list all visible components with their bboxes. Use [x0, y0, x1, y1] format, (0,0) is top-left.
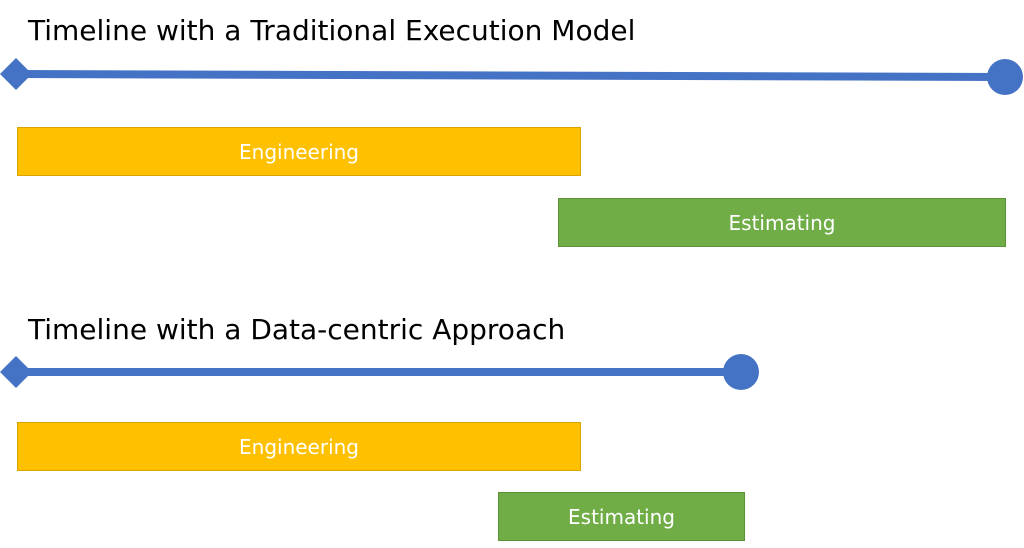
traditional-timeline-line [15, 70, 1006, 81]
traditional-estimating-label: Estimating [728, 210, 836, 235]
data-centric-timeline-title: Timeline with a Data-centric Approach [28, 313, 566, 346]
data-centric-estimating-label: Estimating [568, 504, 675, 529]
data-centric-timeline-start-diamond [0, 356, 32, 388]
traditional-engineering-bar: Engineering [17, 127, 581, 176]
traditional-timeline-start-diamond [0, 58, 32, 90]
traditional-engineering-label: Engineering [239, 139, 359, 164]
traditional-timeline-end-circle [987, 59, 1023, 95]
data-centric-engineering-label: Engineering [239, 434, 359, 459]
traditional-timeline [0, 58, 1023, 95]
data-centric-estimating-bar: Estimating [498, 492, 745, 541]
data-centric-engineering-bar: Engineering [17, 422, 581, 471]
data-centric-timeline [0, 354, 759, 390]
data-centric-timeline-end-circle [723, 354, 759, 390]
traditional-timeline-title: Timeline with a Traditional Execution Mo… [28, 14, 636, 47]
traditional-estimating-bar: Estimating [558, 198, 1006, 247]
